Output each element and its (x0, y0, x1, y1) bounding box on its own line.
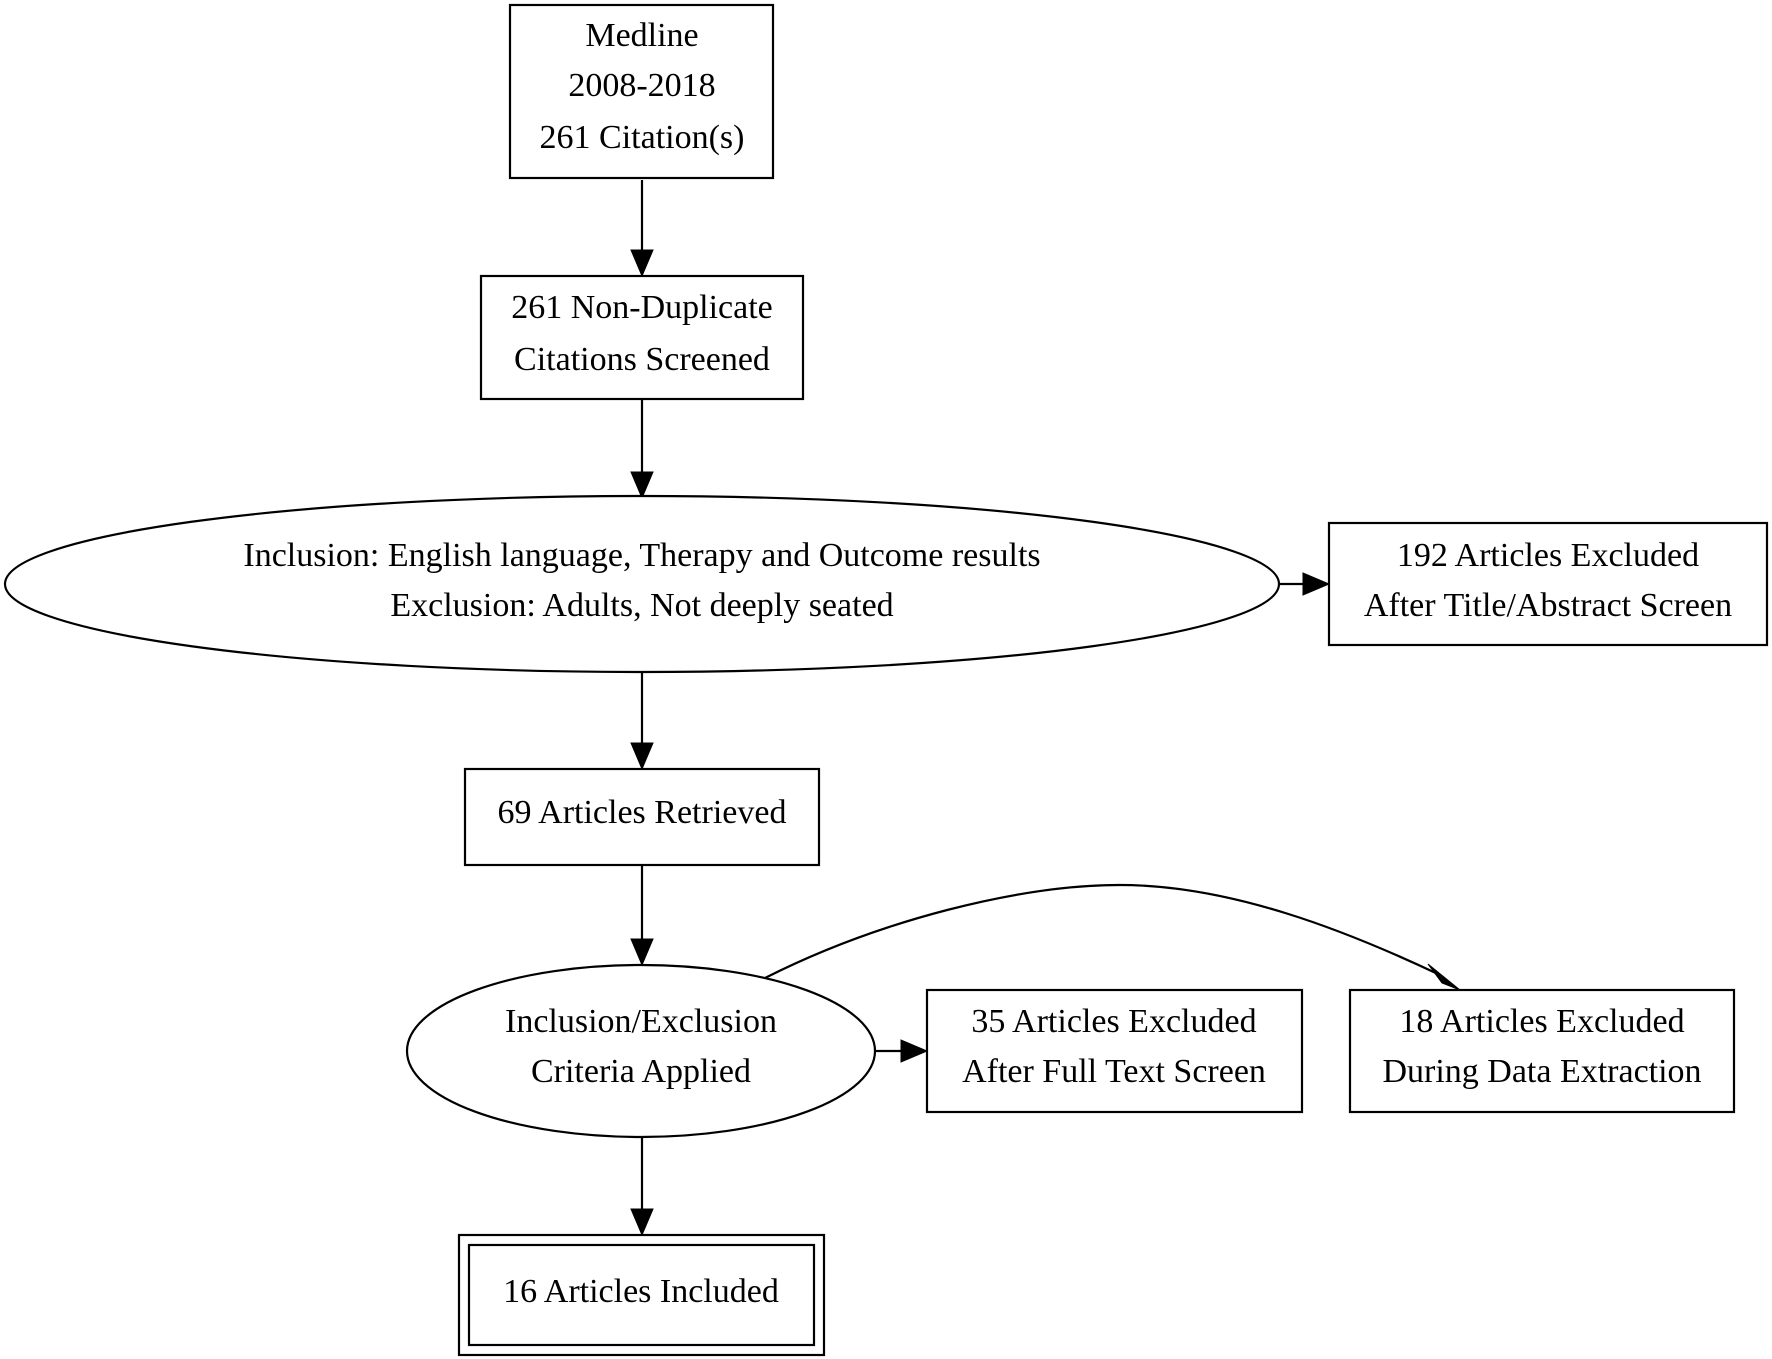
node-screened-line-1: 261 Non-Duplicate (511, 289, 773, 326)
node-excluded-full-text-line-1: 35 Articles Excluded (971, 1003, 1256, 1040)
node-retrieved-line-1: 69 Articles Retrieved (498, 794, 787, 831)
node-criteria-applied-ellipse (405, 963, 877, 1139)
node-screened-line-2: Citations Screened (514, 341, 770, 378)
arrowhead-retrieved (630, 742, 654, 771)
node-criteria-title-abstract-line-1: Inclusion: English language, Therapy and… (243, 537, 1040, 574)
edge-criteria-applied-to-excluded-data-extraction (764, 883, 1441, 979)
node-screened-box (479, 274, 805, 401)
node-medline-box (508, 3, 775, 180)
arrowhead-criteria-applied (630, 938, 654, 967)
node-criteria-title-abstract-ellipse (3, 494, 1281, 674)
node-criteria-applied-line-1: Inclusion/Exclusion (505, 1003, 777, 1040)
node-medline-line-1: Medline (585, 17, 698, 54)
node-retrieved-box (463, 767, 821, 867)
node-included-line-1: 16 Articles Included (503, 1273, 779, 1310)
node-included-inner-box (467, 1243, 816, 1347)
node-excluded-title-abstract-line-2: After Title/Abstract Screen (1364, 587, 1732, 624)
node-excluded-data-extraction-line-1: 18 Articles Excluded (1399, 1003, 1684, 1040)
node-excluded-title-abstract-line-1: 192 Articles Excluded (1397, 537, 1699, 574)
arrowhead-criteria (630, 471, 654, 500)
node-medline-line-3: 261 Citation(s) (540, 119, 745, 156)
node-excluded-data-extraction-line-2: During Data Extraction (1382, 1053, 1701, 1090)
arrowhead-screened (630, 249, 654, 278)
node-medline: Medline 2008-2018 261 Citation(s) (508, 3, 775, 180)
arrowhead-excluded-full-text (900, 1039, 929, 1063)
arrowhead-excluded-data-extraction (1427, 963, 1461, 991)
node-criteria-applied-line-2: Criteria Applied (531, 1053, 751, 1090)
node-excluded-full-text-line-2: After Full Text Screen (962, 1053, 1266, 1090)
edges (630, 180, 1461, 1237)
node-criteria-title-abstract: Inclusion: English language, Therapy and… (3, 494, 1281, 674)
node-excluded-data-extraction: 18 Articles Excluded During Data Extract… (1348, 988, 1736, 1114)
node-excluded-title-abstract: 192 Articles Excluded After Title/Abstra… (1327, 521, 1769, 647)
node-medline-line-2: 2008-2018 (568, 67, 715, 104)
node-excluded-full-text-box (925, 988, 1304, 1114)
node-criteria-title-abstract-line-2: Exclusion: Adults, Not deeply seated (390, 587, 893, 624)
node-screened: 261 Non-Duplicate Citations Screened (479, 274, 805, 401)
arrowhead-included (630, 1208, 654, 1237)
arrowhead-excluded-title-abstract (1302, 572, 1331, 596)
node-retrieved: 69 Articles Retrieved (463, 767, 821, 867)
node-criteria-applied: Inclusion/Exclusion Criteria Applied (405, 963, 877, 1139)
node-excluded-full-text: 35 Articles Excluded After Full Text Scr… (925, 988, 1304, 1114)
node-excluded-title-abstract-box (1327, 521, 1769, 647)
node-excluded-data-extraction-box (1348, 988, 1736, 1114)
node-included: 16 Articles Included (457, 1233, 826, 1357)
